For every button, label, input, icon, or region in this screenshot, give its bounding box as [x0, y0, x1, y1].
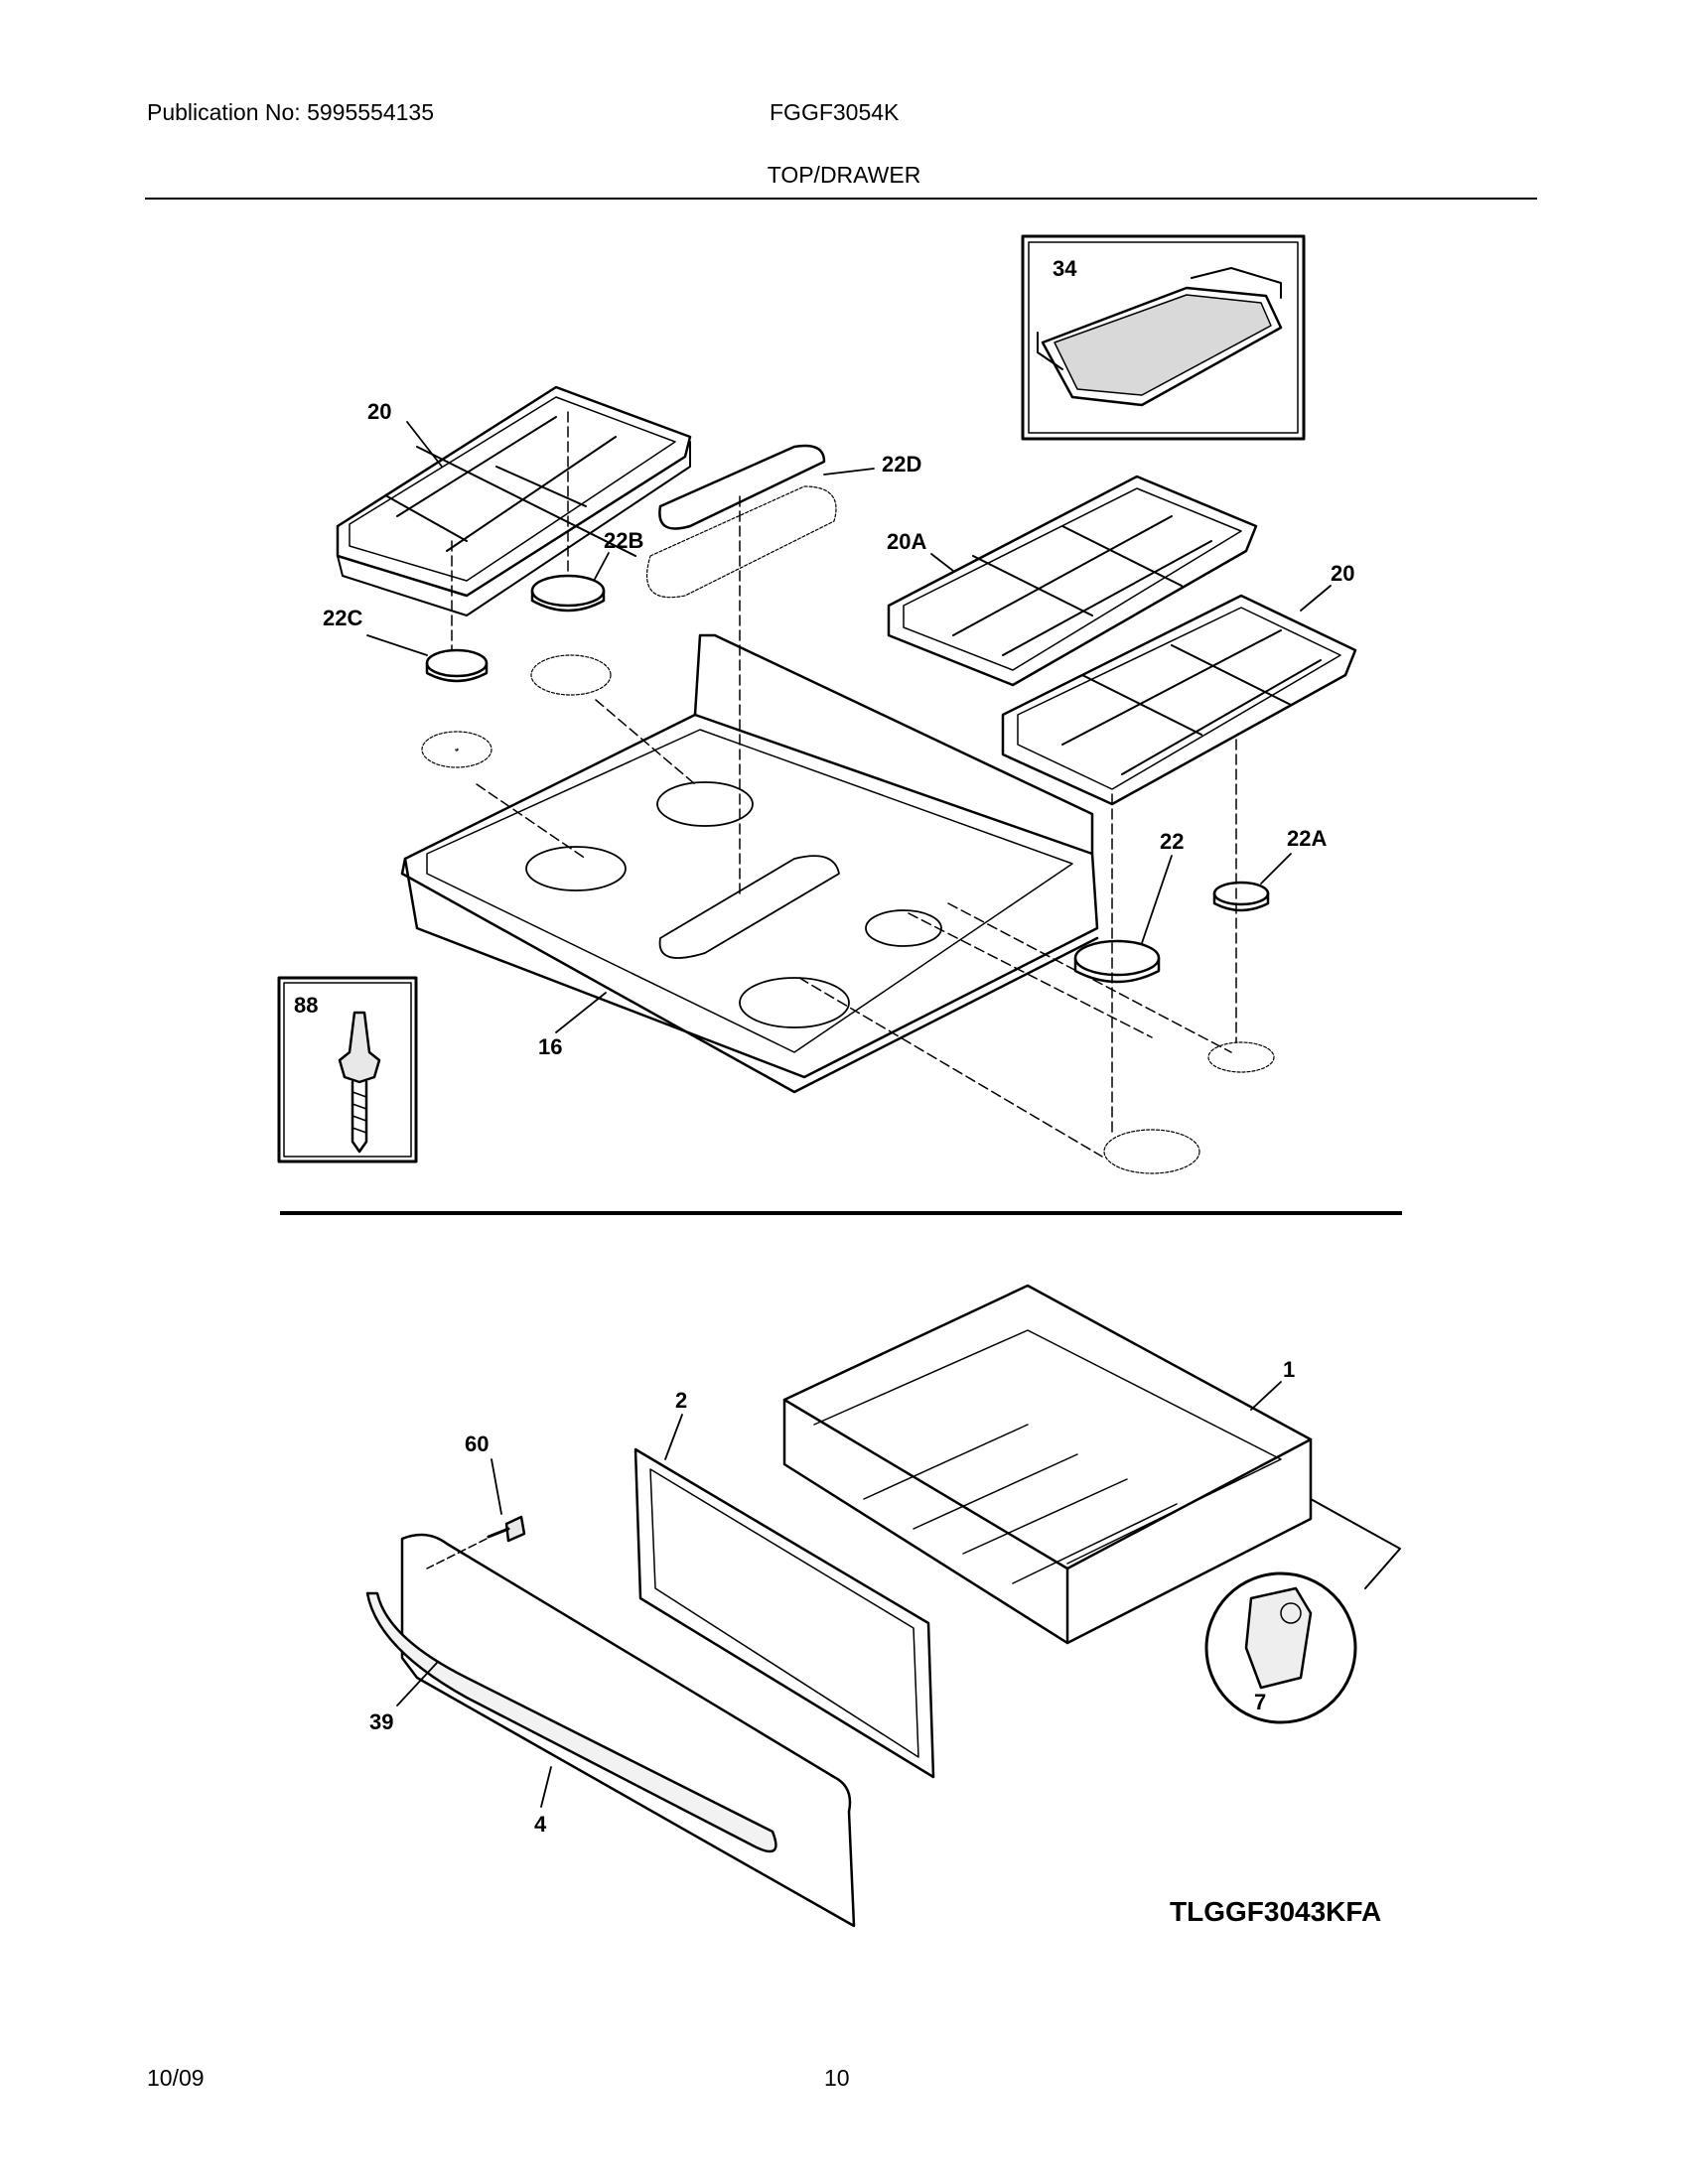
callout-22d: 22D — [882, 452, 921, 477]
griddle-inset — [1021, 234, 1306, 441]
header-rule — [145, 198, 1537, 200]
callout-4: 4 — [534, 1812, 547, 1837]
drawer-liner — [782, 1284, 1401, 1645]
burner-cap-22c — [421, 648, 492, 768]
callout-39: 39 — [369, 1709, 393, 1734]
screw-inset — [277, 976, 418, 1163]
publication-number: Publication No: 5995554135 — [147, 99, 435, 125]
section-title: TOP/DRAWER — [767, 162, 921, 188]
callout-34: 34 — [1053, 256, 1077, 281]
callout-20-right: 20 — [1331, 561, 1354, 586]
section-divider — [280, 1211, 1402, 1215]
callout-22a: 22A — [1287, 826, 1327, 851]
page-number: 10 — [824, 2065, 850, 2091]
callout-20a: 20A — [887, 529, 926, 554]
drawer-panel — [633, 1447, 935, 1779]
drawer-handle — [365, 1591, 777, 1853]
drawer-screw — [426, 1515, 526, 1570]
callout-1: 1 — [1283, 1357, 1295, 1382]
callout-88: 88 — [294, 993, 318, 1018]
callout-20-left: 20 — [367, 399, 391, 424]
callout-22b: 22B — [604, 528, 643, 553]
leader-lines — [366, 421, 1332, 1808]
burner-cap-22a — [1212, 881, 1270, 912]
burner-cap-22 — [1073, 939, 1161, 984]
burner-heads-right — [455, 748, 1275, 1174]
cooktop — [400, 633, 1099, 1094]
callout-7: 7 — [1254, 1690, 1266, 1714]
grate-center — [887, 475, 1258, 687]
assembly-lines — [451, 411, 1237, 1158]
callout-16: 16 — [538, 1034, 562, 1059]
callout-60: 60 — [465, 1432, 489, 1456]
callout-22c: 22C — [323, 606, 362, 630]
publication-date: 10/09 — [147, 2065, 205, 2091]
oval-burner-cap — [646, 444, 837, 599]
grate-right — [1001, 594, 1357, 806]
clip-detail — [1204, 1571, 1357, 1724]
figure-id: TLGGF3043KFA — [1170, 1896, 1381, 1927]
burner-cap-22b — [530, 574, 612, 696]
callout-2: 2 — [675, 1388, 687, 1413]
model-number: FGGF3054K — [770, 99, 900, 125]
drawer-front — [400, 1533, 856, 1928]
grate-left — [336, 385, 692, 616]
callout-22: 22 — [1160, 829, 1184, 854]
